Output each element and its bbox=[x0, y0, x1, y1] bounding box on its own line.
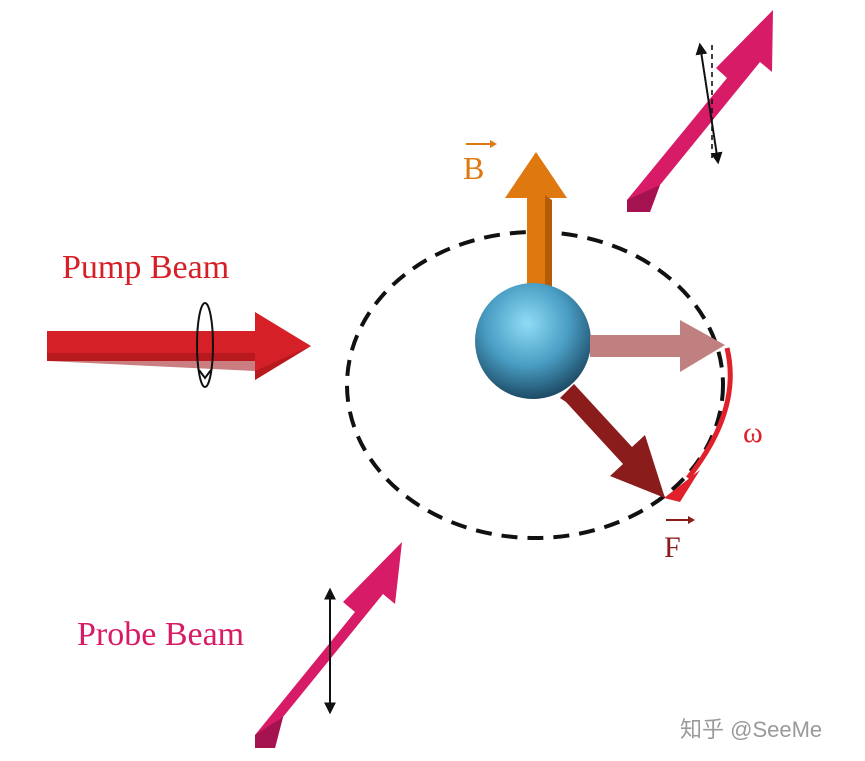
transmitted-probe-arrow bbox=[627, 10, 773, 212]
atom-sphere bbox=[475, 283, 591, 399]
probe-beam-label: Probe Beam bbox=[77, 616, 244, 653]
pump-beam-label: Pump Beam bbox=[62, 249, 229, 286]
f-vector-label: F bbox=[664, 531, 681, 564]
precession-orbit bbox=[345, 230, 725, 540]
rotated-spin-arrow bbox=[560, 384, 665, 498]
rotated-polarization-icon bbox=[695, 42, 723, 165]
b-vector-label-group: B bbox=[463, 140, 497, 186]
precession-arc bbox=[686, 347, 733, 480]
f-vector-label-group: F bbox=[664, 516, 695, 564]
probe-beam-arrow bbox=[255, 542, 402, 748]
pump-beam-arrow bbox=[47, 312, 311, 380]
precession-arc-tip bbox=[664, 470, 700, 502]
b-vector-label: B bbox=[463, 150, 484, 186]
circular-polarization-icon bbox=[196, 302, 214, 388]
omega-label: ω bbox=[743, 416, 763, 449]
watermark-text: 知乎 @SeeMe bbox=[680, 717, 822, 742]
initial-spin-arrow bbox=[590, 320, 725, 372]
rotation-tip-icon bbox=[198, 369, 212, 380]
